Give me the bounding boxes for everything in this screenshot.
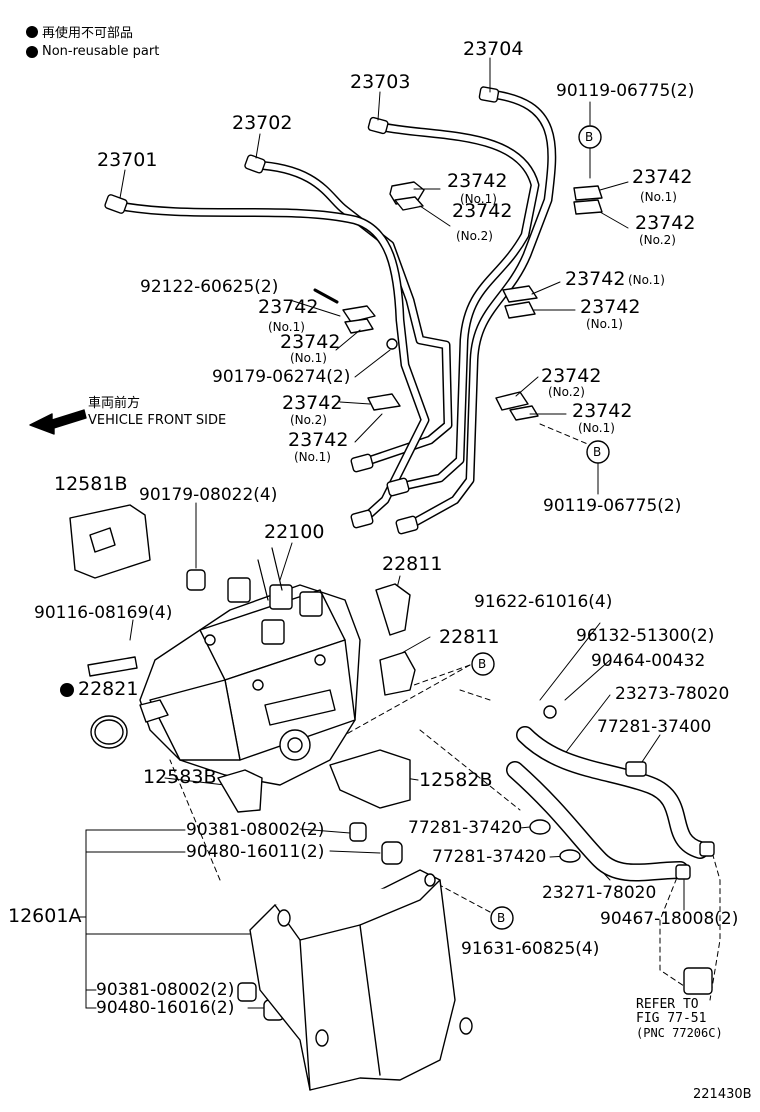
injection-pump-body [139, 547, 361, 786]
part-label-23742: 23742 [288, 429, 349, 451]
part-sub-label: (No.1) [586, 317, 623, 331]
mounting-bracket [249, 869, 473, 1091]
part-label-23271: 23271-78020 [542, 883, 657, 903]
part-label-90480-16011: 90480-16011(2) [186, 842, 325, 862]
part-sub-label: (No.1) [628, 273, 665, 287]
part-sub-label: (No.1) [294, 450, 331, 464]
legend-en: Non-reusable part [26, 44, 159, 59]
part-label-22100: 22100 [264, 521, 325, 543]
leader-lines [77, 57, 685, 1009]
callout-circles [471, 125, 610, 930]
part-sub-label: (No.1) [460, 192, 497, 206]
injection-pipes [110, 89, 557, 530]
part-label-90464: 90464-00432 [591, 651, 706, 671]
part-label-23742: 23742 [565, 268, 626, 290]
brackets [69, 504, 416, 813]
refer-line-1: REFER TO [636, 997, 699, 1012]
callout-b-label: B [478, 657, 487, 671]
part-label-23742: 23742 [447, 170, 508, 192]
part-label-23742: 23742 [280, 331, 341, 353]
part-label-22811: 22811 [439, 626, 500, 648]
part-sub-label: (No.2) [456, 229, 493, 243]
part-label-22811: 22811 [382, 553, 443, 575]
part-label-23742: 23742 [258, 296, 319, 318]
legend-jp: 再使用不可部品 [26, 22, 133, 41]
part-label-23273: 23273-78020 [615, 684, 730, 704]
part-label-23742: 23742 [541, 365, 602, 387]
part-label-92122: 92122-60625(2) [140, 277, 279, 297]
part-label-90381-a: 90381-08002(2) [186, 820, 325, 840]
part-label-23742: 23742 [572, 400, 633, 422]
part-label-91622: 91622-61016(4) [474, 592, 613, 612]
part-label-90119-mid: 90119-06775(2) [543, 496, 682, 516]
part-label-23742: 23742 [635, 212, 696, 234]
part-label-90179-08022: 90179-08022(4) [139, 485, 278, 505]
part-label-77281-37420-a: 77281-37420 [408, 818, 523, 838]
part-sub-label: (No.1) [290, 351, 327, 365]
callout-b-label: B [593, 445, 602, 459]
part-label-23701: 23701 [97, 149, 158, 171]
part-sub-label: (No.2) [290, 413, 327, 427]
part-label-22821-row: 22821 [60, 680, 138, 699]
pipe-nuts [104, 86, 500, 535]
non-reusable-dot-icon [26, 25, 38, 38]
direction-en: VEHICLE FRONT SIDE [88, 413, 227, 428]
part-label-90381-b: 90381-08002(2) [96, 980, 235, 1000]
part-label-96132: 96132-51300(2) [576, 626, 715, 646]
part-label-23704: 23704 [463, 38, 524, 60]
part-label-90467: 90467-18008(2) [600, 909, 739, 929]
part-sub-label: (No.2) [548, 385, 585, 399]
figure-id: 221430B [693, 1087, 752, 1102]
part-label-90116: 90116-08169(4) [34, 603, 173, 623]
part-label-23742: 23742 [282, 392, 343, 414]
callout-b-label: B [497, 911, 506, 925]
part-label-23702: 23702 [232, 112, 293, 134]
part-label-23742: 23742 [580, 296, 641, 318]
part-label-90179-06274: 90179-06274(2) [212, 367, 351, 387]
part-sub-label: (No.1) [268, 320, 305, 334]
part-label-90119-top: 90119-06775(2) [556, 81, 695, 101]
refer-line-3: (PNC 77206C) [636, 1026, 723, 1040]
fuel-hoses [506, 705, 715, 995]
part-label-22821: 22821 [78, 678, 139, 700]
part-label-23742: 23742 [452, 200, 513, 222]
part-label-12581B: 12581B [54, 473, 128, 495]
part-label-12582B: 12582B [419, 769, 493, 791]
part-label-91631: 91631-60825(4) [461, 939, 600, 959]
non-reusable-dot-icon [26, 45, 38, 58]
non-reusable-dot-icon [60, 682, 74, 697]
refer-line-2: FIG 77-51 [636, 1011, 707, 1026]
part-sub-label: (No.1) [640, 190, 677, 204]
legend-en-text: Non-reusable part [42, 44, 160, 59]
part-label-23703: 23703 [350, 71, 411, 93]
direction-jp: 車両前方 [88, 396, 141, 411]
front-direction-arrow-icon [29, 409, 87, 435]
part-label-23742: 23742 [632, 166, 693, 188]
part-label-77281-37400: 77281-37400 [597, 717, 712, 737]
part-label-90480-16016: 90480-16016(2) [96, 998, 235, 1018]
part-label-12583B: 12583B [143, 766, 217, 788]
part-sub-label: (No.2) [639, 233, 676, 247]
part-label-77281-37420-b: 77281-37420 [432, 847, 547, 867]
pipe-clamps [313, 181, 603, 421]
legend-jp-text: 再使用不可部品 [42, 26, 134, 41]
part-label-12601A: 12601A [8, 905, 82, 927]
small-hardware [87, 569, 403, 1021]
callout-b-label: B [585, 130, 594, 144]
part-sub-label: (No.1) [578, 421, 615, 435]
